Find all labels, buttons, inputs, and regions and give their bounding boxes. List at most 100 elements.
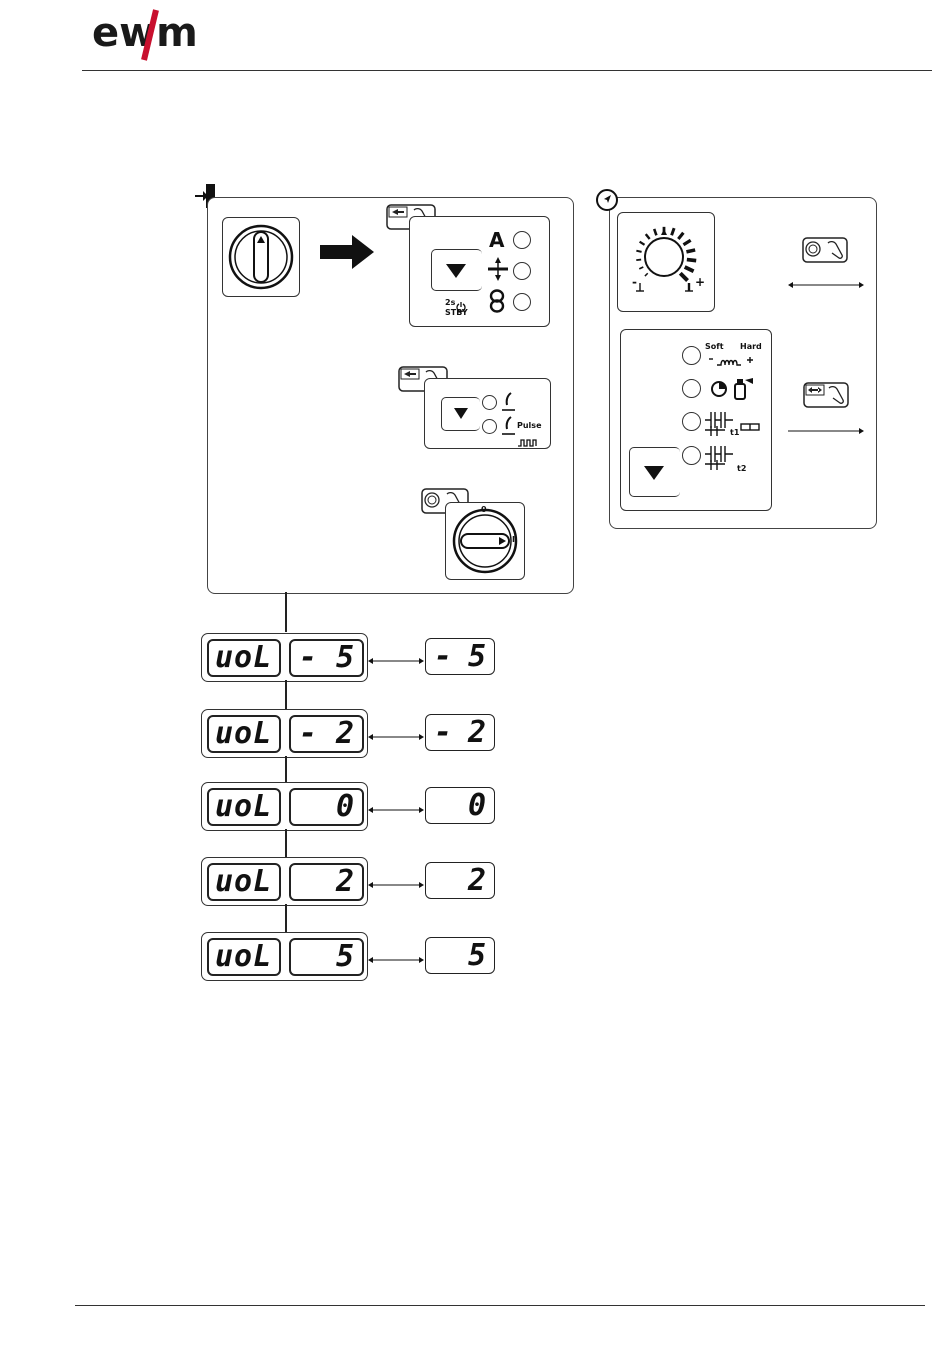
result-digit: 5: [468, 941, 486, 971]
triangle-down-icon: [630, 448, 680, 496]
ewm-logo-mark: ewm: [92, 8, 232, 64]
value-digit: 2: [336, 867, 354, 897]
select-down-button[interactable]: [431, 249, 482, 291]
knob-tick: [639, 267, 643, 269]
value-display: -2: [289, 715, 364, 753]
param-name: uoL: [209, 719, 272, 749]
param-display: uoL: [207, 639, 281, 677]
result-digit: 0: [468, 791, 486, 821]
wire-inch-icon: [486, 257, 510, 281]
header-rule: [82, 70, 932, 71]
value-digit: 5: [336, 942, 354, 972]
result-digit: 2: [468, 718, 486, 748]
triangle-down-icon: [432, 250, 482, 290]
parameter-select-button[interactable]: [629, 447, 680, 497]
result-digit: 2: [468, 866, 486, 896]
param-led-4: [682, 446, 701, 465]
switch-on-mark: I: [512, 535, 515, 544]
torch-standard-icon: [499, 391, 517, 413]
knob-tick: [646, 234, 650, 239]
knob-tick: [640, 242, 645, 245]
footer-rule: [75, 1305, 925, 1306]
double-arrow-icon: [787, 276, 865, 288]
knob-plus-label: +: [695, 275, 705, 289]
pulse-wave-icon: [517, 432, 539, 440]
mode-led-3: [513, 293, 531, 311]
operating-mode-panel: 2s STBY A: [409, 216, 550, 327]
param-name: uoL: [209, 867, 272, 897]
result-sign: -: [434, 642, 452, 672]
parameter-select-panel: Soft Hard t1 t2: [620, 329, 772, 511]
knob-tick: [672, 228, 675, 235]
t1-label: t1: [730, 429, 739, 437]
param-led-2: [682, 379, 701, 398]
param-display: uoL: [207, 788, 281, 826]
double-arrow-icon: [367, 950, 425, 960]
press-button-icon-3: [803, 382, 849, 408]
pulse-label: Pulse: [517, 422, 542, 430]
result-display: 0: [425, 787, 495, 824]
knob-tick: [636, 260, 641, 261]
ewm-logo: ewm ewm: [92, 8, 232, 64]
volume-step-display: uoL -2: [201, 709, 368, 758]
knob-tick: [686, 250, 695, 252]
result-sign: -: [434, 718, 452, 748]
value-digit: 0: [336, 792, 354, 822]
rotary-switch-icon: [223, 218, 299, 296]
process-led-1: [482, 395, 497, 410]
volume-step-display: uoL 2: [201, 857, 368, 906]
triangle-down-icon: [442, 398, 480, 430]
double-arrow-icon: [367, 800, 425, 810]
value-display: 5: [289, 938, 364, 976]
double-arrow-icon: [367, 651, 425, 661]
standby-label: STBY: [445, 309, 468, 317]
arrow-right-thin-icon: [787, 422, 865, 434]
process-select-button[interactable]: [441, 397, 480, 431]
param-name: uoL: [209, 792, 272, 822]
param-name: uoL: [209, 942, 272, 972]
mode-led-2: [513, 262, 531, 280]
result-display: -2: [425, 714, 495, 751]
value-sign: -: [299, 719, 317, 749]
knob-tick: [654, 229, 656, 235]
gas-time-icon: [711, 376, 755, 400]
value-display: -5: [289, 639, 364, 677]
param-led-3: [682, 412, 701, 431]
result-display: 2: [425, 862, 495, 899]
main-switch-panel: 0 I: [445, 502, 525, 580]
value-digit: 5: [336, 643, 354, 673]
mode-led-label-a: A: [489, 228, 504, 252]
soft-label: Soft: [705, 343, 724, 351]
result-digit: 5: [468, 642, 486, 672]
result-display: 5: [425, 937, 495, 974]
param-name: uoL: [209, 643, 272, 673]
value-display: 0: [289, 788, 364, 826]
double-arrow-icon: [367, 875, 425, 885]
param-led-1: [682, 346, 701, 365]
control-knob-icon[interactable]: [618, 213, 714, 311]
standby-time-label: 2s: [445, 299, 455, 307]
arc-dynamic-icon: [707, 352, 761, 364]
arrow-right-icon: [318, 232, 376, 272]
process-led-2: [482, 419, 497, 434]
value-sign: -: [299, 643, 317, 673]
hard-label: Hard: [740, 343, 762, 351]
knob-tick: [683, 240, 690, 245]
param-display: uoL: [207, 938, 281, 976]
param-display: uoL: [207, 863, 281, 901]
rotate-button-icon-2: [802, 237, 848, 263]
param-display: uoL: [207, 715, 281, 753]
mode-led-1: [513, 231, 531, 249]
value-display: 2: [289, 863, 364, 901]
t2-label: t2: [737, 465, 746, 473]
torch-pulse-icon: [499, 415, 517, 437]
volume-step-display: uoL-5: [201, 633, 368, 682]
volume-step-display: uoL 0: [201, 782, 368, 831]
control-knob-panel: - +: [617, 212, 715, 312]
knob-tick: [685, 267, 694, 271]
result-display: -5: [425, 638, 495, 675]
double-arrow-icon: [367, 727, 425, 737]
selector-switch-button[interactable]: [222, 217, 300, 297]
knob-tick: [645, 273, 648, 276]
knob-minus-label: -: [632, 275, 637, 289]
